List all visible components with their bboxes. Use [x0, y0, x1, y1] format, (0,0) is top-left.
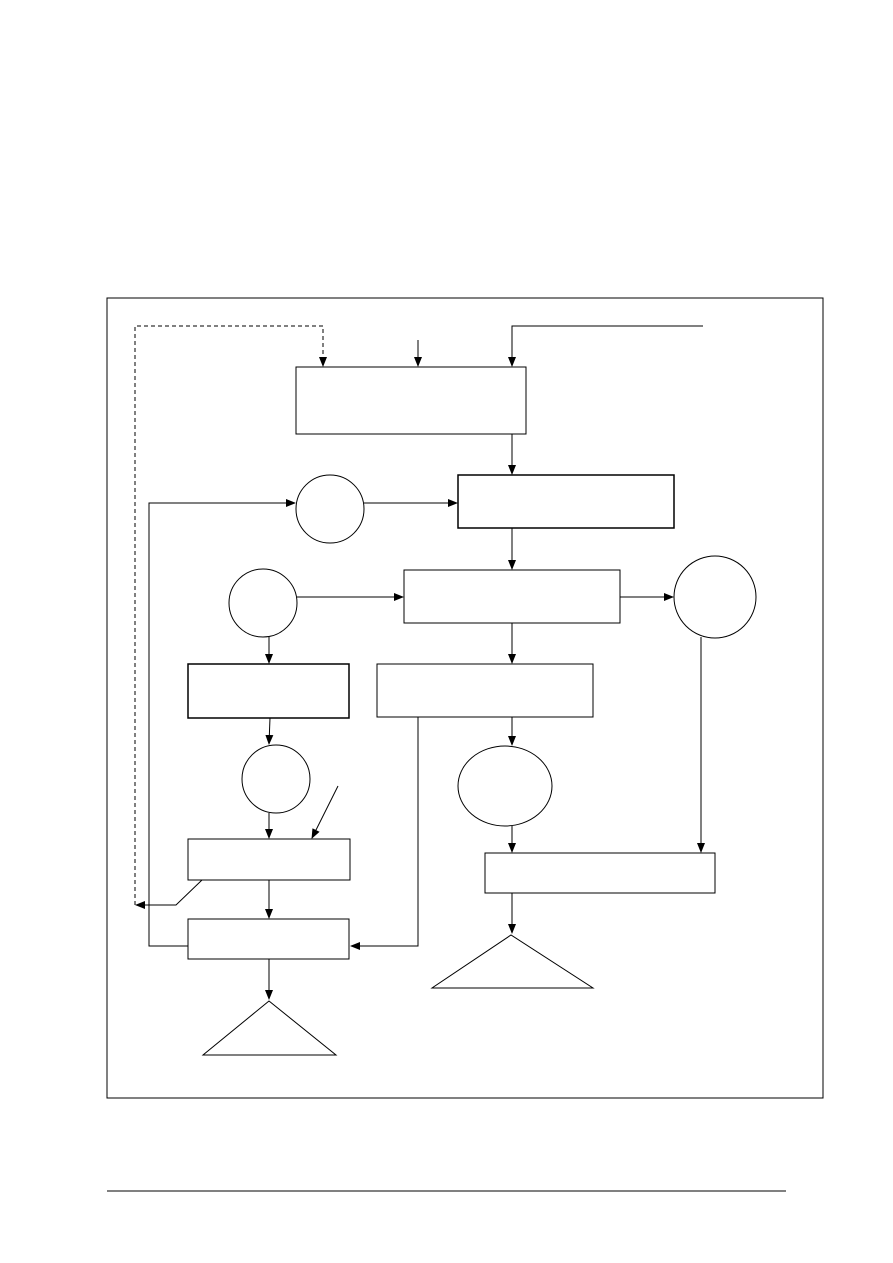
edge-dashed-feedback: [134, 325, 327, 905]
box-left-1: [187, 663, 350, 719]
edge-box-mid-1-to-box-left-3: [350, 717, 419, 950]
circle-left: [241, 744, 311, 814]
circle-3: [673, 555, 757, 639]
box-right-bottom: [484, 852, 716, 894]
edge-input-right: [508, 325, 703, 367]
circle-1: [295, 474, 365, 544]
edge-box-left-2-to-dashed: [135, 879, 203, 909]
edge-diagonal-input: [311, 785, 339, 839]
box-left-2: [187, 838, 351, 881]
box-mid-1: [376, 663, 594, 718]
diagram-frame: [106, 297, 824, 1099]
box-2: [457, 474, 675, 529]
circle-2: [228, 568, 298, 638]
ellipse-mid: [457, 745, 553, 827]
triangle-left: [201, 1000, 338, 1056]
box-3: [403, 569, 621, 624]
edge-box-left-1-to-circle-left: [265, 717, 274, 745]
triangle-mid: [430, 934, 595, 989]
edge-loop-to-circle-1: [148, 499, 296, 947]
box-top: [295, 366, 527, 435]
box-left-3: [187, 918, 350, 960]
